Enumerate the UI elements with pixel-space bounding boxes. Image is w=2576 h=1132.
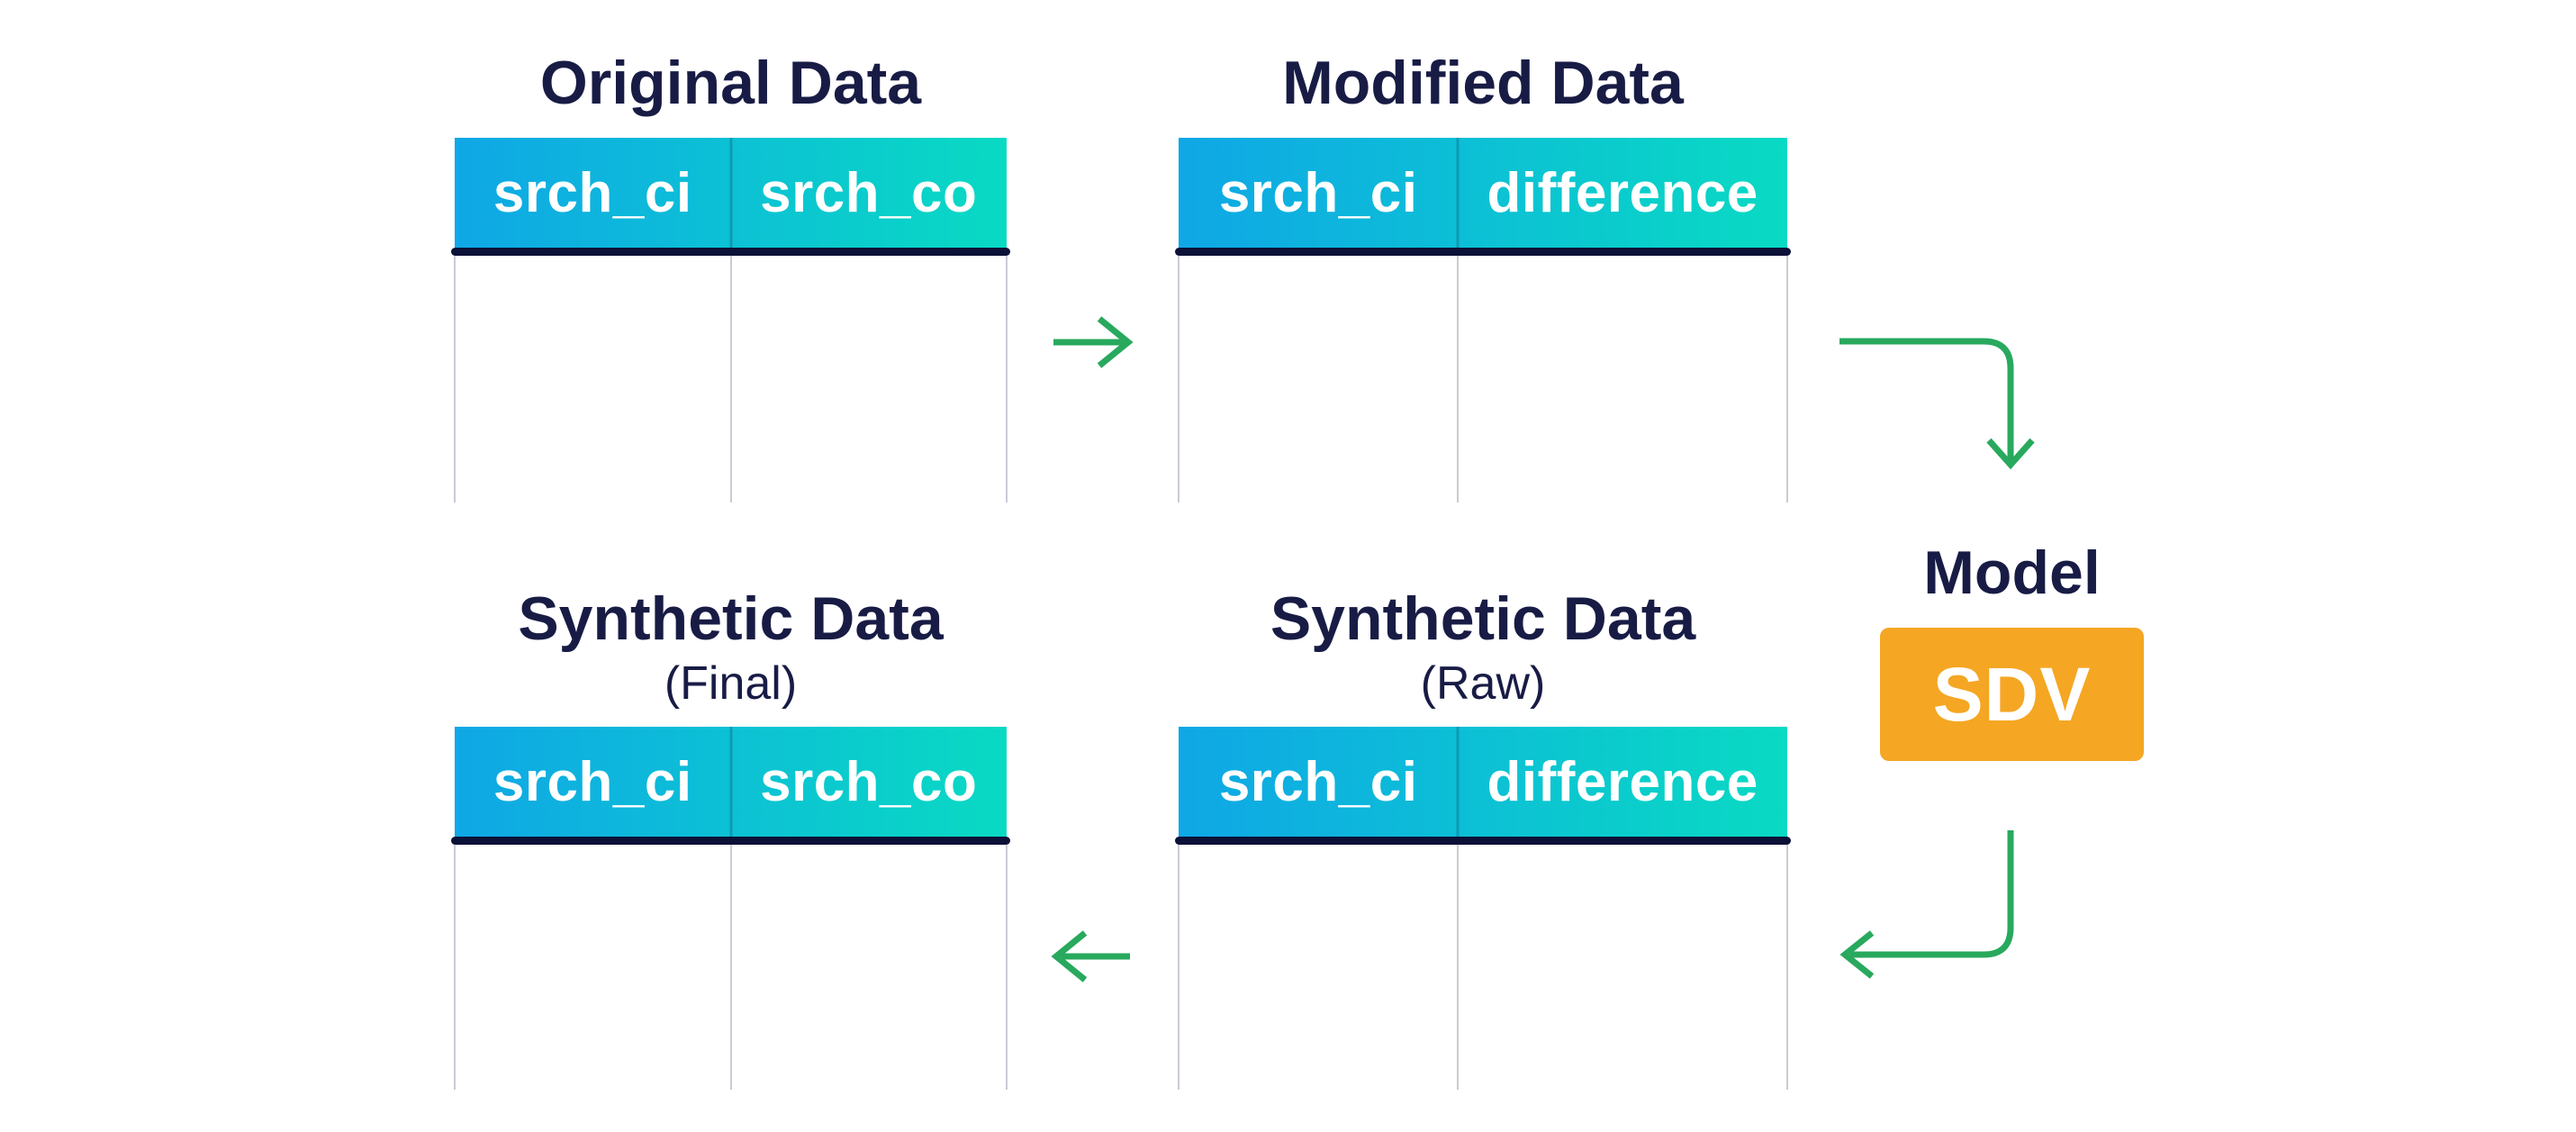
column-header: difference bbox=[1487, 161, 1758, 224]
table-synthetic-final: srch_ci srch_co bbox=[451, 727, 1010, 1090]
table-header: srch_ci srch_co bbox=[455, 727, 1007, 837]
column-header: srch_co bbox=[760, 750, 978, 813]
grid-line bbox=[1457, 256, 1460, 503]
grid-line bbox=[1178, 845, 1180, 1090]
table-body bbox=[1178, 845, 1788, 1090]
sdv-model-box: SDV bbox=[1880, 628, 2144, 761]
table-original-data: srch_ci srch_co bbox=[451, 138, 1010, 503]
arrow-down-curved-icon bbox=[1832, 333, 2057, 486]
header-underline-bar bbox=[451, 837, 1010, 845]
synthetic-raw-title: Synthetic Data (Raw) bbox=[1179, 588, 1787, 707]
table-synthetic-raw: srch_ci difference bbox=[1175, 727, 1791, 1090]
title-subtitle: (Final) bbox=[664, 657, 798, 710]
arrow-left-curved-icon bbox=[1832, 821, 2057, 983]
header-column-divider bbox=[1456, 727, 1460, 837]
grid-line bbox=[1786, 845, 1788, 1090]
column-header: difference bbox=[1487, 750, 1758, 813]
table-modified-data: srch_ci difference bbox=[1175, 138, 1791, 503]
original-data-title: Original Data bbox=[455, 52, 1007, 113]
grid-line bbox=[454, 845, 456, 1090]
header-underline-bar bbox=[451, 248, 1010, 256]
header-column-divider bbox=[1456, 138, 1460, 248]
table-header: srch_ci difference bbox=[1179, 727, 1787, 837]
modified-data-title: Modified Data bbox=[1179, 52, 1787, 113]
grid-line bbox=[454, 256, 456, 503]
header-column-divider bbox=[729, 138, 732, 248]
grid-line bbox=[1457, 845, 1460, 1090]
table-body bbox=[1178, 256, 1788, 503]
column-header: srch_co bbox=[760, 161, 978, 224]
title-subtitle: (Raw) bbox=[1420, 657, 1546, 710]
grid-line bbox=[1006, 845, 1008, 1090]
sdv-box-text: SDV bbox=[1932, 651, 2092, 737]
title-text: Modified Data bbox=[1282, 49, 1684, 117]
arrow-left-icon bbox=[1049, 920, 1139, 992]
title-text: Synthetic Data bbox=[518, 584, 944, 653]
header-underline-bar bbox=[1175, 837, 1791, 845]
table-header: srch_ci srch_co bbox=[455, 138, 1007, 248]
grid-line bbox=[729, 256, 732, 503]
grid-line bbox=[1178, 256, 1180, 503]
table-header: srch_ci difference bbox=[1179, 138, 1787, 248]
table-body bbox=[454, 845, 1008, 1090]
table-body bbox=[454, 256, 1008, 503]
header-underline-bar bbox=[1175, 248, 1791, 256]
grid-line bbox=[1006, 256, 1008, 503]
column-header: srch_ci bbox=[1218, 161, 1418, 224]
grid-line bbox=[729, 845, 732, 1090]
header-column-divider bbox=[729, 727, 732, 837]
model-label: Model bbox=[1880, 542, 2144, 603]
column-header: srch_ci bbox=[1218, 750, 1418, 813]
column-header: srch_ci bbox=[493, 750, 692, 813]
title-text: Synthetic Data bbox=[1270, 584, 1696, 653]
column-header: srch_ci bbox=[493, 161, 692, 224]
title-text: Model bbox=[1923, 539, 2101, 607]
title-text: Original Data bbox=[539, 49, 922, 117]
arrow-right-icon bbox=[1044, 306, 1134, 378]
synthetic-final-title: Synthetic Data (Final) bbox=[455, 588, 1007, 707]
grid-line bbox=[1786, 256, 1788, 503]
